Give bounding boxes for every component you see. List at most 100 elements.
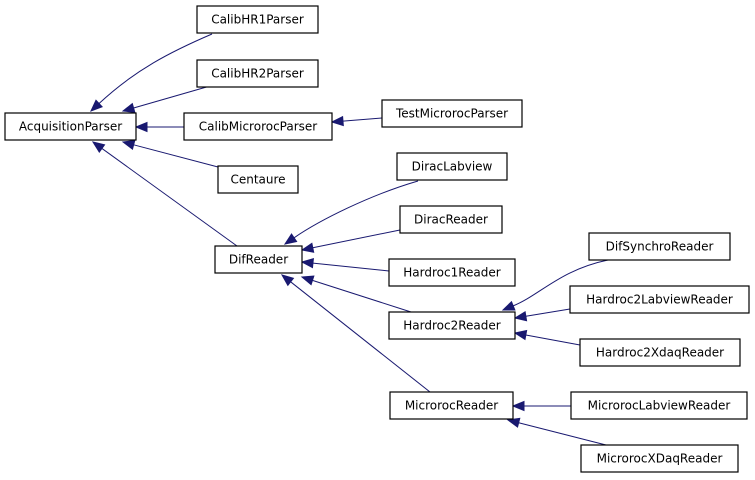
inheritance-arrowhead — [121, 139, 136, 150]
class-node-box — [196, 59, 319, 88]
inheritance-arrowhead — [283, 233, 298, 245]
edge-dirac-reader-to-dif-reader — [300, 229, 401, 253]
class-node-box — [389, 391, 514, 420]
class-node-box — [580, 444, 739, 473]
class-node-label: Hardroc2Reader — [403, 319, 500, 333]
class-node-label: TestMicrorocParser — [395, 107, 508, 121]
edge-line — [290, 281, 431, 393]
class-node-box — [396, 152, 508, 181]
class-node-label: DifSynchroReader — [606, 240, 714, 254]
class-node-acquisition-parser[interactable]: AcquisitionParser — [4, 112, 137, 141]
class-node-box — [388, 258, 516, 287]
edge-centaure-to-acquisition-parser — [121, 139, 219, 168]
edge-calib-microroc-parser-to-acquisition-parser — [134, 121, 184, 133]
class-node-label: CalibHR1Parser — [211, 13, 304, 27]
class-node-box — [399, 205, 503, 234]
class-node-calib-hr2-parser[interactable]: CalibHR2Parser — [196, 59, 319, 88]
edge-line — [525, 308, 571, 317]
edge-microroc-labview-reader-to-microroc-reader — [511, 400, 571, 412]
edge-line — [513, 259, 609, 307]
class-node-calib-microroc-parser[interactable]: CalibMicrorocParser — [183, 112, 333, 141]
inheritance-arrowhead — [511, 400, 525, 412]
class-node-box — [570, 391, 748, 420]
class-node-label: DiracReader — [414, 213, 488, 227]
class-node-box — [217, 165, 299, 194]
edge-line — [312, 279, 412, 313]
edge-hardroc2-labview-reader-to-hardroc2-reader — [513, 308, 571, 322]
class-node-hardroc2-xdaq-reader[interactable]: Hardroc2XdaqReader — [579, 338, 741, 367]
class-node-label: Hardroc2LabviewReader — [586, 293, 733, 307]
edge-line — [133, 144, 219, 168]
inheritance-arrowhead — [300, 275, 315, 286]
class-node-label: AcquisitionParser — [19, 120, 122, 134]
edge-line — [342, 117, 383, 122]
class-node-label: MicrorocXDaqReader — [597, 452, 723, 466]
edge-line — [525, 334, 581, 346]
class-node-label: Hardroc2XdaqReader — [596, 346, 724, 360]
class-node-box — [196, 5, 319, 34]
edge-dif-synchro-reader-to-hardroc2-reader — [501, 259, 609, 311]
class-node-hardroc1-reader[interactable]: Hardroc1Reader — [388, 258, 516, 287]
class-node-dirac-labview[interactable]: DiracLabview — [396, 152, 508, 181]
class-node-microroc-reader[interactable]: MicrorocReader — [389, 391, 514, 420]
inheritance-arrowhead — [134, 121, 148, 133]
class-node-box — [569, 285, 750, 314]
class-node-box — [388, 311, 516, 340]
class-node-label: MicrorocLabviewReader — [588, 399, 731, 413]
inheritance-arrowhead — [300, 242, 315, 253]
edge-calib-hr1-parser-to-acquisition-parser — [90, 33, 213, 112]
edge-calib-hr2-parser-to-acquisition-parser — [121, 85, 211, 113]
class-node-box — [579, 338, 741, 367]
class-node-box — [183, 112, 333, 141]
edge-line — [133, 85, 211, 109]
class-node-label: CalibMicrorocParser — [199, 120, 318, 134]
inheritance-arrowhead — [513, 329, 528, 341]
class-node-box — [588, 232, 731, 261]
edge-line — [293, 180, 419, 239]
class-node-test-microroc-parser[interactable]: TestMicrorocParser — [381, 99, 523, 128]
inheritance-arrowhead — [501, 300, 516, 311]
class-node-label: DiracLabview — [412, 160, 493, 174]
inheritance-arrowhead — [90, 99, 103, 112]
edge-line — [101, 148, 238, 247]
class-node-box — [214, 245, 303, 274]
inheritance-arrowhead — [330, 115, 344, 127]
edge-microroc-reader-to-dif-reader — [280, 274, 431, 393]
inheritance-arrowhead — [91, 141, 106, 153]
edge-line — [98, 33, 213, 104]
class-node-label: Centaure — [230, 173, 285, 187]
edge-microroc-xdaq-reader-to-microroc-reader — [506, 417, 607, 446]
class-node-centaure[interactable]: Centaure — [217, 165, 299, 194]
class-node-calib-hr1-parser[interactable]: CalibHR1Parser — [196, 5, 319, 34]
class-node-dif-synchro-reader[interactable]: DifSynchroReader — [588, 232, 731, 261]
class-node-microroc-labview-reader[interactable]: MicrorocLabviewReader — [570, 391, 748, 420]
edge-line — [312, 229, 401, 249]
class-node-microroc-xdaq-reader[interactable]: MicrorocXDaqReader — [580, 444, 739, 473]
class-node-dif-reader[interactable]: DifReader — [214, 245, 303, 274]
inheritance-arrowhead — [506, 417, 521, 428]
class-node-label: MicrorocReader — [405, 399, 498, 413]
edge-test-microroc-parser-to-calib-microroc-parser — [330, 115, 383, 127]
edge-dif-reader-to-acquisition-parser — [91, 141, 238, 247]
edge-line — [312, 262, 390, 272]
class-node-dirac-reader[interactable]: DiracReader — [399, 205, 503, 234]
edges-layer — [90, 33, 609, 446]
inheritance-arrowhead — [280, 274, 295, 287]
edge-hardroc2-reader-to-dif-reader — [300, 275, 412, 313]
inheritance-arrowhead — [121, 102, 136, 113]
edge-hardroc1-reader-to-dif-reader — [300, 257, 390, 272]
class-node-label: DifReader — [229, 253, 288, 267]
class-node-hardroc2-reader[interactable]: Hardroc2Reader — [388, 311, 516, 340]
class-node-label: CalibHR2Parser — [211, 67, 304, 81]
class-node-box — [381, 99, 523, 128]
edge-hardroc2-xdaq-reader-to-hardroc2-reader — [513, 329, 581, 346]
inheritance-arrowhead — [513, 310, 528, 322]
edge-line — [518, 422, 607, 446]
nodes-layer: AcquisitionParser CalibHR1ParserCalibHR2P… — [4, 5, 750, 473]
inheritance-arrowhead — [300, 257, 314, 269]
class-node-label: Hardroc1Reader — [403, 266, 500, 280]
edge-dirac-labview-to-dif-reader — [283, 180, 419, 245]
class-node-hardroc2-labview-reader[interactable]: Hardroc2LabviewReader — [569, 285, 750, 314]
class-node-box — [4, 112, 137, 141]
